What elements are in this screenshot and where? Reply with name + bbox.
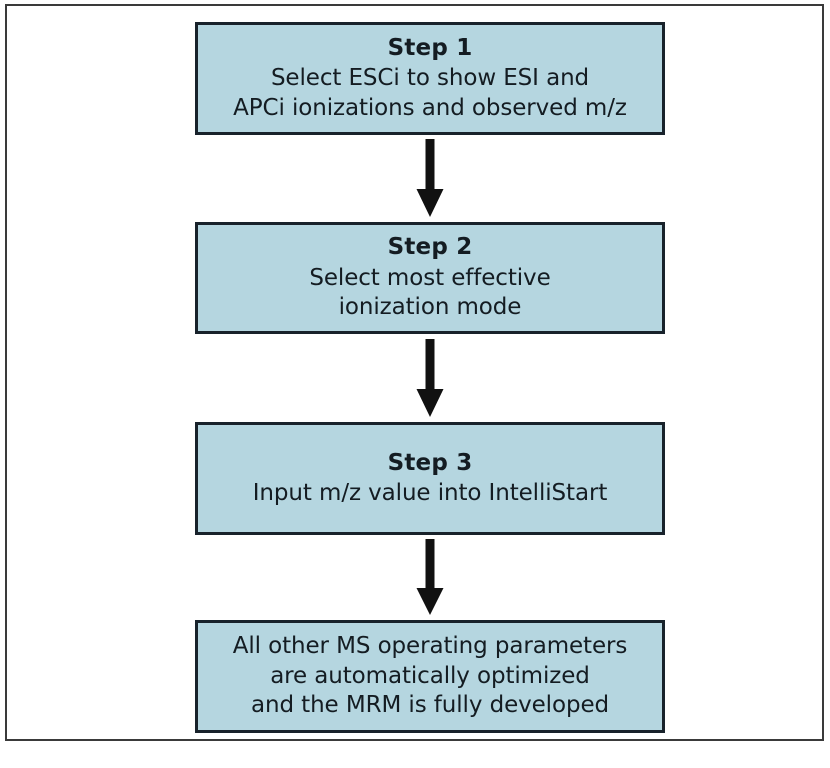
- down-arrow-icon: [405, 339, 455, 419]
- flowchart-node-step-3: Step 3 Input m/z value into IntelliStart: [195, 422, 665, 535]
- flowchart-node-step-2: Step 2 Select most effective ionization …: [195, 222, 665, 334]
- flowchart-node-outcome: All other MS operating parameters are au…: [195, 620, 665, 733]
- node-line: All other MS operating parameters: [232, 633, 628, 660]
- node-line: Input m/z value into IntelliStart: [252, 480, 608, 506]
- node-line: and the MRM is fully developed: [250, 692, 609, 719]
- flowchart-node-step-1: Step 1 Select ESCi to show ESI and APCi …: [195, 22, 665, 135]
- down-arrow-icon: [405, 139, 455, 219]
- node-title: Step 2: [387, 234, 473, 261]
- down-arrow-icon: [405, 539, 455, 617]
- node-line: ionization mode: [338, 294, 522, 321]
- node-line: are automatically optimized: [270, 662, 590, 689]
- node-line: Select most effective: [309, 264, 551, 291]
- node-line: Select ESCi to show ESI and: [270, 65, 590, 92]
- node-title: Step 1: [387, 34, 473, 61]
- node-title: Step 3: [387, 449, 473, 476]
- node-line: APCi ionizations and observed m/z: [233, 94, 627, 121]
